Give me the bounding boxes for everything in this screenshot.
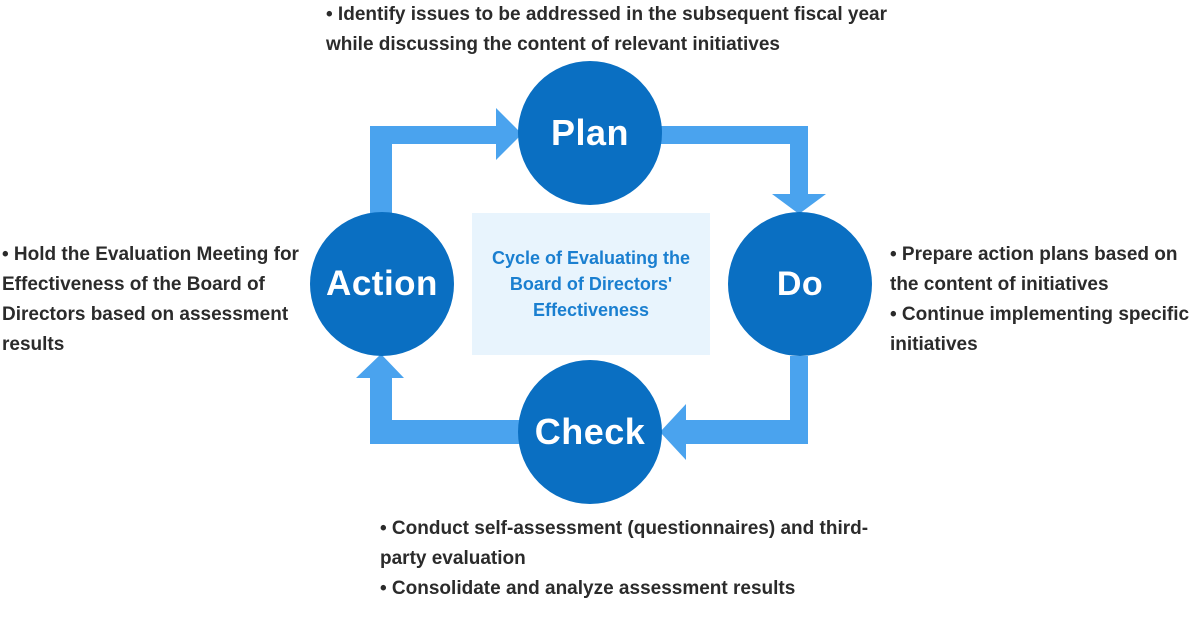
arrow-action-to-plan [370,108,522,215]
note-check-item: • Consolidate and analyze assessment res… [380,578,796,599]
note-check-item: • Conduct self-assessment (questionnaire… [380,518,869,569]
arrow-check-to-action [356,354,522,444]
note-plan-item: • Identify issues to be addressed in the… [326,4,887,55]
node-do: Do [728,212,872,356]
node-action: Action [310,212,454,356]
center-title: Cycle of Evaluating the Board of Directo… [491,248,691,320]
center-label-box: Cycle of Evaluating the Board of Directo… [472,213,710,355]
node-plan: Plan [518,61,662,205]
note-do-item: • Prepare action plans based on the cont… [890,244,1178,295]
note-do-item: • Continue implementing specific initiat… [890,304,1190,355]
note-plan: • Identify issues to be addressed in the… [326,0,906,60]
note-action-item: • Hold the Evaluation Meeting for Effect… [2,244,299,355]
note-do: • Prepare action plans based on the cont… [890,240,1196,360]
arrow-do-to-check [660,356,808,460]
node-check: Check [518,360,662,504]
arrow-plan-to-do [658,126,826,214]
note-action: • Hold the Evaluation Meeting for Effect… [2,240,302,360]
note-check: • Conduct self-assessment (questionnaire… [380,514,900,604]
